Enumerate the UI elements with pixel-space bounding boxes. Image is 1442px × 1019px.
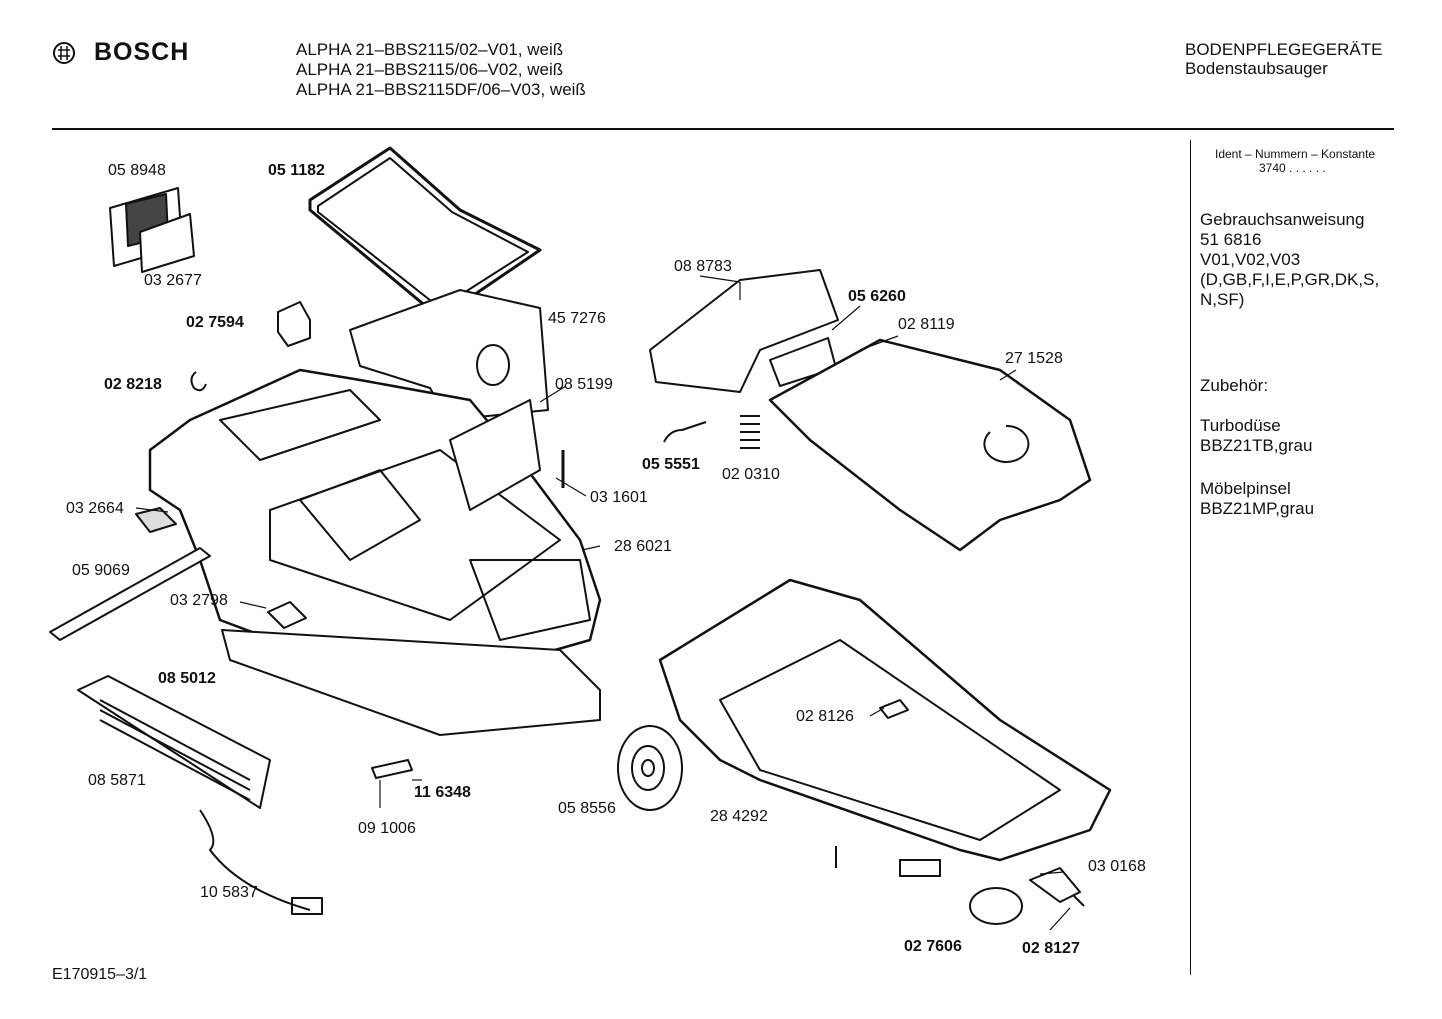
model-line: ALPHA 21–BBS2115/06–V02, weiß — [296, 60, 564, 79]
manual-versions: V01,V02,V03 — [1200, 250, 1301, 269]
bumper-drawing — [221, 629, 601, 736]
model-list: ALPHA 21–BBS2115/02–V01, weiß ALPHA 21–B… — [296, 40, 586, 100]
part-label: 05 5551 — [642, 456, 700, 473]
cable-drawing — [199, 809, 311, 911]
ident-label: Ident – Nummern – Konstante — [1215, 147, 1376, 161]
ident-value: 3740 . . . . . . — [1259, 161, 1326, 175]
part-label: 28 6021 — [614, 538, 672, 555]
part-label: 10 5837 — [200, 884, 258, 901]
part-label: 05 6260 — [848, 288, 906, 305]
brand-name: BOSCH — [94, 38, 190, 66]
accessory-code: BBZ21MP,grau — [1200, 499, 1315, 518]
part-label: 02 7606 — [904, 938, 962, 955]
filter-part-drawing — [109, 187, 195, 273]
lid-top-drawing — [649, 269, 839, 393]
accessory-name: Turbodüse — [1200, 416, 1281, 435]
part-label: 02 8126 — [796, 708, 854, 725]
part-label: 03 2664 — [66, 500, 124, 517]
part-label: 03 2677 — [144, 272, 202, 289]
part-label: 05 8556 — [558, 800, 616, 817]
accessory-code: BBZ21TB,grau — [1200, 436, 1313, 455]
accessory-name: Möbelpinsel — [1200, 479, 1291, 498]
part-label: 11 6348 — [414, 784, 471, 801]
cover-holder-drawing — [449, 399, 541, 511]
handle-strip-drawing — [49, 547, 211, 641]
part-label: 08 5199 — [555, 376, 613, 393]
manual-languages: (D,GB,F,I,E,P,GR,DK,S, — [1200, 270, 1380, 289]
manual-block: Gebrauchsanweisung 51 6816 V01,V02,V03 (… — [1200, 210, 1379, 310]
base-tray-drawing — [658, 578, 1112, 862]
product-category: BODENPFLEGEGERÄTE Bodenstaubsauger — [1185, 40, 1382, 78]
manual-languages: N,SF) — [1200, 290, 1245, 309]
part-label: 02 0310 — [722, 466, 780, 483]
part-label: 03 0168 — [1088, 858, 1146, 875]
part-label: 03 1601 — [590, 489, 648, 506]
bag-frame-drawing — [308, 146, 542, 320]
bosch-armature-icon — [53, 41, 75, 64]
part-label: 03 2798 — [170, 592, 228, 609]
header-divider — [52, 128, 1394, 130]
part-label: 27 1528 — [1005, 350, 1063, 367]
category-title: BODENPFLEGEGERÄTE — [1185, 40, 1383, 59]
category-subtitle: Bodenstaubsauger — [1185, 59, 1328, 78]
manual-number: 51 6816 — [1200, 230, 1262, 249]
part-label: 09 1006 — [358, 820, 416, 837]
manual-title: Gebrauchsanweisung — [1200, 210, 1365, 229]
part-label: 05 1182 — [268, 162, 325, 179]
part-label: 02 8127 — [1022, 940, 1080, 957]
part-label: 05 9069 — [72, 562, 130, 579]
part-label: 45 7276 — [548, 310, 606, 327]
part-label: 02 8119 — [898, 316, 955, 333]
accessories-title: Zubehör: — [1200, 376, 1269, 395]
part-label: 08 8783 — [674, 258, 732, 275]
lid-cover-drawing — [768, 338, 1092, 552]
accessory-item: Möbelpinsel BBZ21MP,grau — [1200, 479, 1314, 519]
accessory-item: Turbodüse BBZ21TB,grau — [1200, 416, 1312, 456]
bosch-logo: BOSCH — [52, 38, 189, 67]
part-label: 08 5012 — [158, 670, 216, 687]
ident-block: Ident – Nummern – Konstante 3740 . . . .… — [1215, 147, 1375, 175]
drawing-id: E170915–3/1 — [52, 966, 148, 983]
part-label: 08 5871 — [88, 772, 146, 789]
wheel-drawing — [617, 725, 683, 811]
cord-reel-drawing — [969, 887, 1023, 925]
part-label: 28 4292 — [710, 808, 768, 825]
model-line: ALPHA 21–BBS2115/02–V01, weiß — [296, 40, 564, 59]
part-label: 02 7594 — [186, 314, 244, 331]
part-label: 05 8948 — [108, 162, 166, 179]
model-line: ALPHA 21–BBS2115DF/06–V03, weiß — [296, 80, 586, 99]
part-label: 02 8218 — [104, 376, 162, 393]
sidebar-divider — [1190, 140, 1191, 975]
